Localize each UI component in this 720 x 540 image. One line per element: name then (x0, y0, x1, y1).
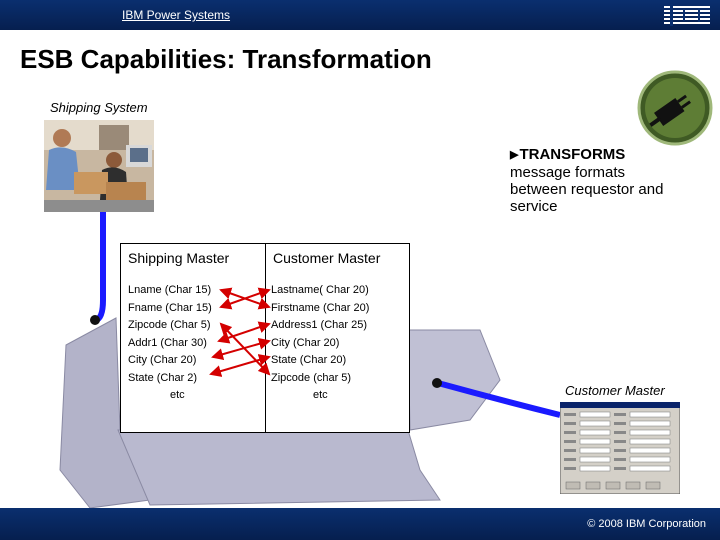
customer-master-label: Customer Master (565, 383, 665, 398)
bus-node-right (432, 378, 442, 388)
bottom-tray (118, 430, 440, 505)
copyright-text: © 2008 IBM Corporation (587, 518, 706, 530)
mapping-arrows (121, 244, 409, 432)
bus-line-left (96, 212, 103, 320)
bus-node-left (90, 315, 100, 325)
footer-bar: © 2008 IBM Corporation (0, 508, 720, 540)
customer-master-screenshot (560, 402, 680, 494)
map-arrow-addr (219, 324, 269, 341)
field-mapping-table: Shipping Master Customer Master Lname (C… (120, 243, 410, 433)
right-tray (408, 330, 500, 430)
